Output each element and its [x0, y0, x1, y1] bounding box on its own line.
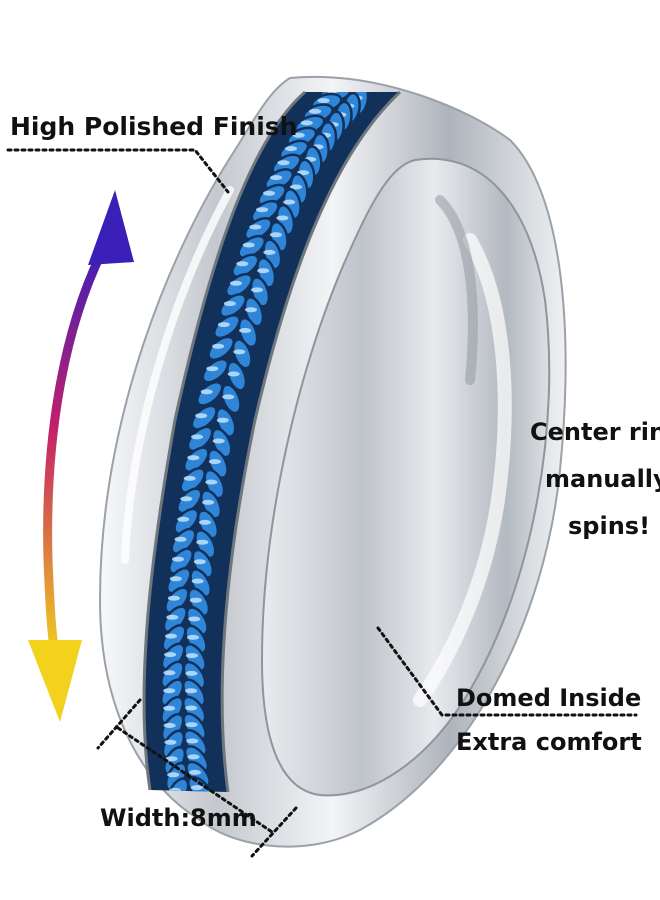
chain-link-highlight [290, 184, 302, 190]
chain-link-highlight [186, 653, 198, 659]
chain-link-highlight [163, 670, 176, 676]
chain-link-highlight [292, 132, 305, 138]
chain-link-highlight [223, 301, 236, 307]
chain-link-highlight [257, 268, 270, 274]
chain-link-highlight [187, 455, 200, 461]
label-center-ring: Center ring [530, 418, 660, 446]
chain-link-highlight [217, 322, 230, 328]
chain-link-highlight [239, 328, 252, 333]
chain-link-highlight [195, 413, 208, 419]
chain-link-highlight [163, 723, 176, 728]
chain-link-highlight [242, 242, 255, 248]
chain-link-highlight [190, 785, 203, 791]
chain-link-highlight [174, 536, 187, 542]
chain-link-highlight [309, 108, 322, 114]
label-domed-inside: Domed Inside [456, 684, 642, 712]
chain-link-highlight [200, 389, 213, 395]
chain-link-highlight [177, 516, 190, 522]
chain-link-highlight [164, 652, 177, 658]
chain-link-highlight [191, 578, 204, 584]
chain-link-highlight [167, 595, 180, 601]
leader-finish [6, 148, 230, 194]
ring-inner-highlight [413, 233, 512, 707]
chain-link-highlight [185, 688, 198, 694]
chain-link-highlight [187, 754, 200, 760]
chain-link-highlight [186, 738, 199, 744]
chain-link-highlight [185, 670, 198, 676]
chain-link-highlight [285, 146, 297, 152]
leader-lines [6, 148, 638, 858]
chain-link-highlight [256, 207, 269, 213]
chain-channel [144, 92, 400, 792]
chain-link-highlight [185, 722, 198, 728]
chain-link-highlight [172, 556, 184, 562]
chain-link-highlight [188, 616, 201, 622]
chain-link-highlight [251, 287, 263, 293]
chain-link-highlight [163, 688, 176, 694]
chain-link-highlight [245, 307, 257, 313]
chain-link-highlight [300, 120, 313, 126]
chain-link-highlight [199, 519, 211, 525]
chain-link-highlight [166, 614, 179, 620]
chain-link-highlight [193, 559, 206, 565]
chain-link-highlight [206, 366, 219, 372]
chain-link-highlight [227, 371, 240, 377]
chain-link-highlight [230, 280, 242, 286]
leader-width-mid [116, 726, 274, 834]
chain-link-highlight [185, 705, 198, 711]
chain-link-highlight [163, 705, 176, 711]
ring-rim-highlight [121, 186, 234, 564]
chain-link-highlight [249, 224, 262, 230]
chain-link-highlight [196, 539, 209, 545]
chain-link-highlight [165, 633, 177, 639]
label-width: Width:8mm [100, 804, 257, 832]
blue-chain [160, 92, 370, 792]
chain-link-highlight [263, 190, 275, 196]
band-edge-left [142, 90, 306, 791]
label-high-polished-finish: High Polished Finish [10, 112, 298, 141]
label-spins: spins! [568, 512, 651, 540]
chain-link-highlight [270, 175, 283, 181]
leader-width-right [250, 806, 298, 858]
chain-link-highlight [233, 349, 246, 355]
chain-link-highlight [187, 634, 199, 640]
chain-link-highlight [189, 597, 202, 603]
chain-link-highlight [212, 438, 225, 444]
chain-link-highlight [317, 98, 330, 104]
chain-link-highlight [212, 343, 225, 349]
chain-link-highlight [208, 459, 221, 465]
chain-link-highlight [283, 199, 296, 205]
chain-link-highlight [326, 92, 339, 94]
chain-link-highlight [189, 769, 201, 775]
label-extra-comfort: Extra comfort [456, 728, 642, 756]
chain-link-highlight [183, 475, 196, 481]
chain-link-highlight [222, 394, 235, 400]
chain-link-highlight [191, 434, 204, 440]
rotation-arrow-icon [28, 190, 134, 722]
leader-width-left [96, 698, 142, 750]
leader-domed [376, 626, 638, 717]
chain-link-highlight [276, 215, 289, 221]
chain-link-highlight [165, 756, 178, 762]
chain-link-highlight [216, 417, 229, 423]
chain-link-highlight [269, 232, 282, 238]
chain-link-highlight [236, 261, 249, 267]
ring-inner-shadow [435, 195, 478, 385]
chain-link-highlight [263, 249, 276, 255]
chain-link-highlight [202, 499, 215, 505]
chain-link-highlight [167, 772, 180, 778]
chain-link-highlight [205, 479, 218, 485]
chain-link-highlight [169, 576, 182, 582]
chain-link-highlight [180, 496, 193, 502]
band-edge-right [220, 90, 402, 793]
label-manually: manually [545, 465, 660, 493]
chain-link-highlight [164, 739, 177, 745]
chain-link-highlight [277, 160, 290, 166]
